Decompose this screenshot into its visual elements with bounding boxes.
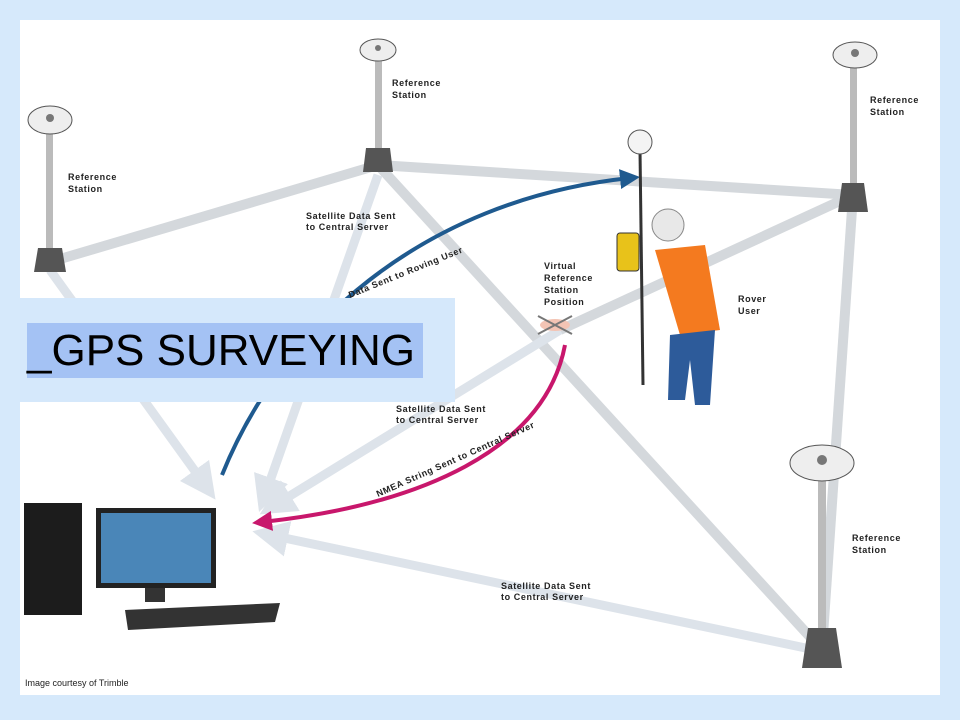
reference-station-2 <box>359 38 397 172</box>
reference-station-4 <box>789 444 855 668</box>
reference-station-1 <box>27 105 73 272</box>
central-server-computer <box>24 503 280 630</box>
nmea-arrow <box>252 344 567 531</box>
virtual-station-marker <box>537 315 573 335</box>
correction-data-arrow <box>220 169 640 476</box>
reference-station-3 <box>832 41 878 212</box>
image-credit: Image courtesy of Trimble <box>25 678 129 688</box>
rover-user-figure <box>616 129 720 405</box>
slide-title: _GPS SURVEYING <box>27 323 423 378</box>
